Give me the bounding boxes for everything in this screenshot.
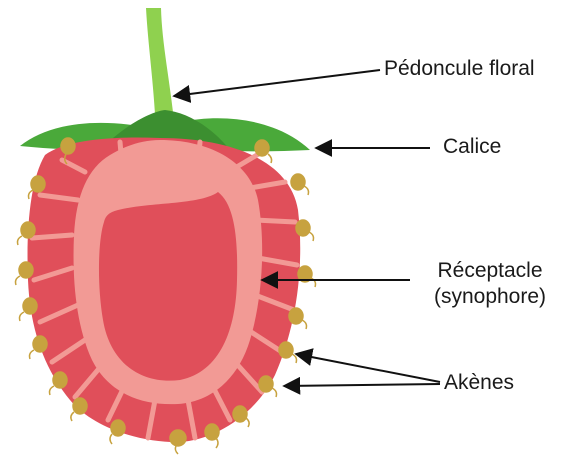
label-calyx: Calice — [443, 134, 501, 160]
label-receptacle: Réceptacle (synophore) — [410, 258, 570, 311]
inner-core — [99, 192, 237, 381]
label-receptacle-line1: Réceptacle — [410, 258, 570, 284]
label-peduncle: Pédoncule floral — [384, 56, 535, 82]
label-achenes: Akènes — [444, 370, 514, 396]
label-receptacle-line2: (synophore) — [410, 284, 570, 310]
